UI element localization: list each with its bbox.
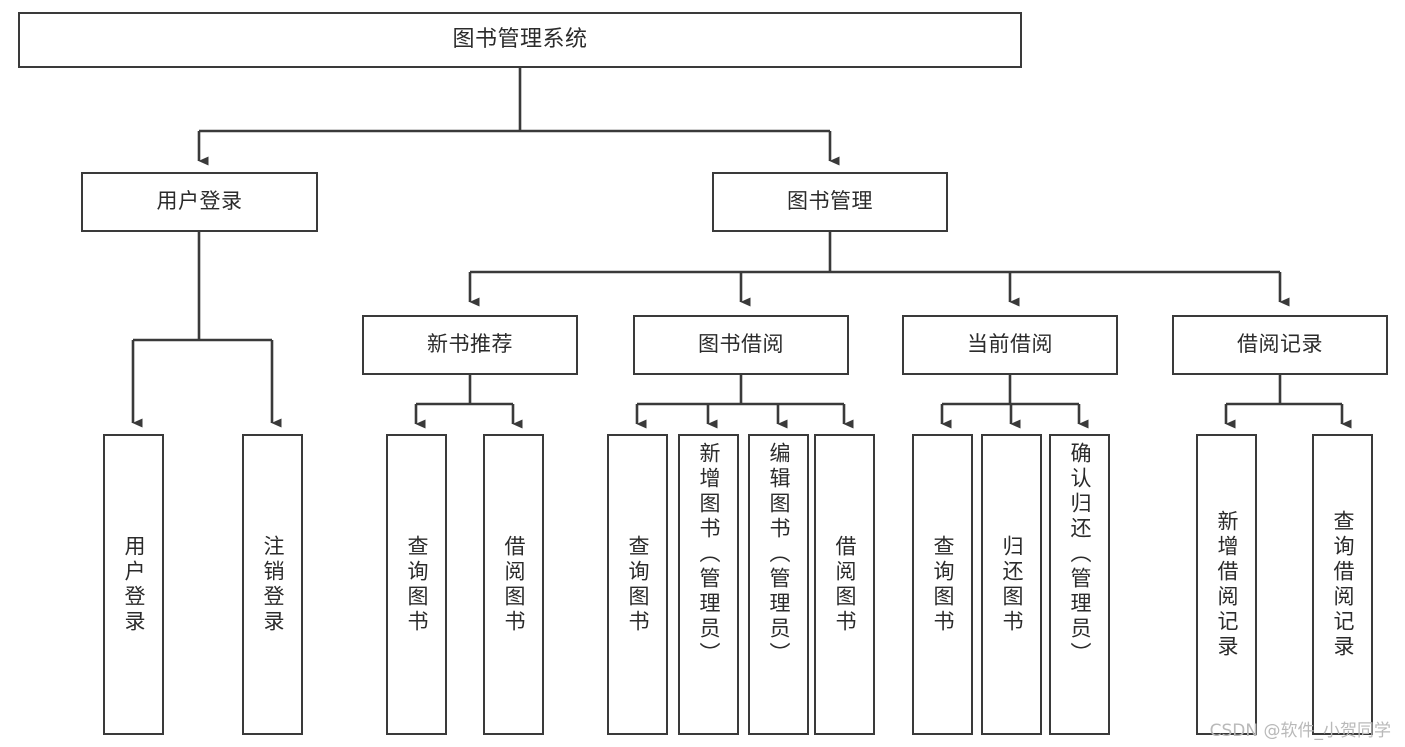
leaf-borrow-edit-book-admin[interactable]: 编辑图书（管理员） xyxy=(748,434,809,735)
node-new-book-recommend[interactable]: 新书推荐 xyxy=(362,315,578,375)
node-label: 查询图书 xyxy=(930,534,955,635)
node-label: 编辑图书（管理员） xyxy=(766,442,791,667)
node-label: 图书管理系统 xyxy=(452,26,588,52)
node-borrow-records[interactable]: 借阅记录 xyxy=(1172,315,1388,375)
node-label: 归还图书 xyxy=(999,534,1024,635)
node-label: 借阅记录 xyxy=(1237,332,1323,357)
node-label: 图书借阅 xyxy=(698,332,784,357)
leaf-current-confirm-return-admin[interactable]: 确认归还（管理员） xyxy=(1049,434,1110,735)
node-label: 当前借阅 xyxy=(967,332,1053,357)
leaf-records-query-record[interactable]: 查询借阅记录 xyxy=(1312,434,1373,735)
node-label: 借阅图书 xyxy=(832,534,857,635)
node-label: 确认归还（管理员） xyxy=(1067,442,1092,667)
node-label: 用户登录 xyxy=(156,189,243,214)
leaf-newbook-borrow-book[interactable]: 借阅图书 xyxy=(483,434,544,735)
node-book-management[interactable]: 图书管理 xyxy=(712,172,948,232)
node-label: 新增借阅记录 xyxy=(1214,509,1239,660)
leaf-current-query-book[interactable]: 查询图书 xyxy=(912,434,973,735)
leaf-current-return-book[interactable]: 归还图书 xyxy=(981,434,1042,735)
node-user-login[interactable]: 用户登录 xyxy=(81,172,318,232)
node-label: 查询图书 xyxy=(404,534,429,635)
node-label: 注销登录 xyxy=(260,534,285,635)
node-current-borrow[interactable]: 当前借阅 xyxy=(902,315,1118,375)
leaf-user-login[interactable]: 用户登录 xyxy=(103,434,164,735)
node-label: 查询借阅记录 xyxy=(1330,509,1355,660)
leaf-borrow-query-book[interactable]: 查询图书 xyxy=(607,434,668,735)
node-label: 用户登录 xyxy=(121,534,146,635)
node-label: 新增图书（管理员） xyxy=(696,442,721,667)
node-label: 新书推荐 xyxy=(427,332,513,357)
node-root-system[interactable]: 图书管理系统 xyxy=(18,12,1022,68)
leaf-newbook-query-book[interactable]: 查询图书 xyxy=(386,434,447,735)
csdn-watermark: CSDN @软件_小贺同学 xyxy=(1209,721,1391,741)
leaf-borrow-borrow-book[interactable]: 借阅图书 xyxy=(814,434,875,735)
leaf-user-logout[interactable]: 注销登录 xyxy=(242,434,303,735)
node-label: 图书管理 xyxy=(787,189,873,214)
leaf-records-add-record[interactable]: 新增借阅记录 xyxy=(1196,434,1257,735)
node-label: 查询图书 xyxy=(625,534,650,635)
node-label: 借阅图书 xyxy=(501,534,526,635)
node-book-borrow[interactable]: 图书借阅 xyxy=(633,315,849,375)
leaf-borrow-add-book-admin[interactable]: 新增图书（管理员） xyxy=(678,434,739,735)
